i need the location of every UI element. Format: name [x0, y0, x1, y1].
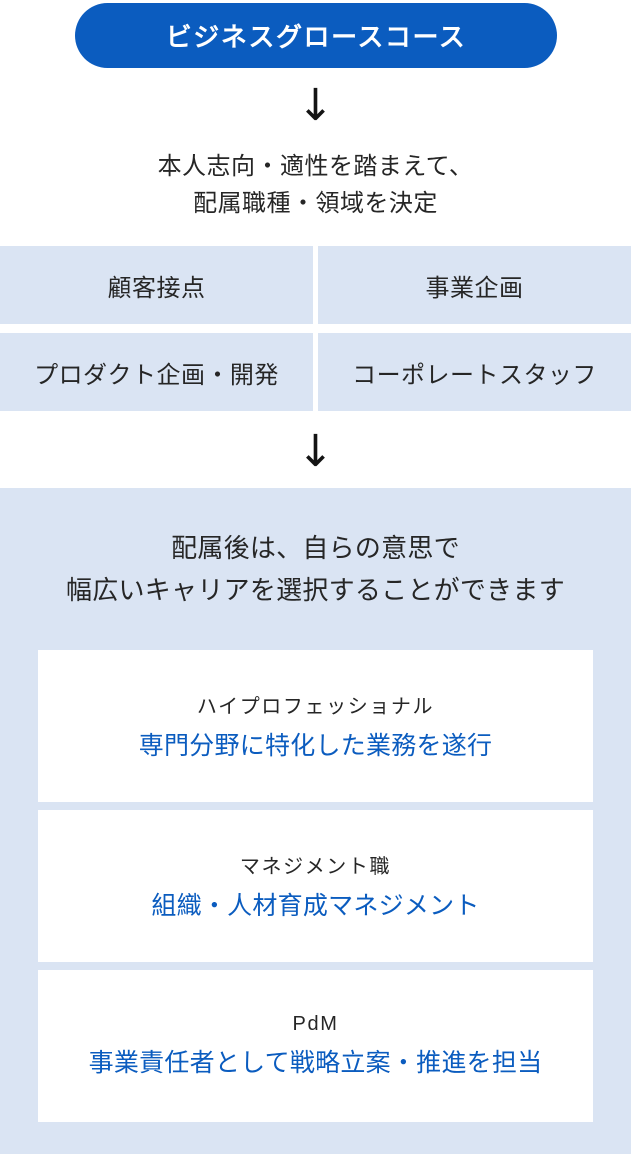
- career-card-description: 専門分野に特化した業務を遂行: [138, 732, 493, 760]
- category-label: 事業企画: [425, 274, 524, 302]
- career-heading-line-2: 幅広いキャリアを選択することができます: [66, 574, 565, 605]
- assignment-line-1: 本人志向・適性を踏まえて、: [157, 153, 474, 180]
- career-card: PdM 事業責任者として戦略立案・推進を担当: [38, 970, 593, 1122]
- course-title-pill: ビジネスグロースコース: [75, 3, 557, 68]
- category-box-business-planning: 事業企画: [318, 246, 631, 324]
- career-card: ハイプロフェッショナル 専門分野に特化した業務を遂行: [38, 650, 593, 802]
- career-card-label: PdM: [292, 1013, 339, 1035]
- career-options-panel: 配属後は、自らの意思で 幅広いキャリアを選択することができます ハイプロフェッシ…: [0, 488, 631, 1154]
- down-arrow-icon: ↓: [297, 426, 334, 477]
- career-heading-line-1: 配属後は、自らの意思で: [171, 533, 460, 563]
- category-grid: 顧客接点 事業企画 プロダクト企画・開発 コーポレートスタッフ: [0, 246, 631, 411]
- down-arrow-icon: ↓: [297, 80, 334, 131]
- career-card-list: ハイプロフェッショナル 専門分野に特化した業務を遂行 マネジメント職 組織・人材…: [38, 650, 593, 1122]
- course-title-label: ビジネスグロースコース: [165, 22, 467, 52]
- category-box-customer-contact: 顧客接点: [0, 246, 313, 324]
- category-label: プロダクト企画・開発: [34, 361, 279, 389]
- category-box-corporate-staff: コーポレートスタッフ: [318, 333, 631, 411]
- career-panel-heading: 配属後は、自らの意思で 幅広いキャリアを選択することができます: [0, 528, 631, 611]
- career-card-label: マネジメント職: [239, 856, 392, 878]
- career-card-description: 組織・人材育成マネジメント: [151, 892, 480, 920]
- assignment-description: 本人志向・適性を踏まえて、 配属職種・領域を決定: [0, 148, 631, 222]
- category-label: 顧客接点: [107, 274, 206, 302]
- career-card-description: 事業責任者として戦略立案・推進を担当: [88, 1049, 543, 1077]
- assignment-line-2: 配属職種・領域を決定: [193, 190, 438, 218]
- career-card: マネジメント職 組織・人材育成マネジメント: [38, 810, 593, 962]
- category-box-product-planning-development: プロダクト企画・開発: [0, 333, 313, 411]
- career-card-label: ハイプロフェッショナル: [196, 696, 435, 718]
- category-label: コーポレートスタッフ: [352, 361, 597, 389]
